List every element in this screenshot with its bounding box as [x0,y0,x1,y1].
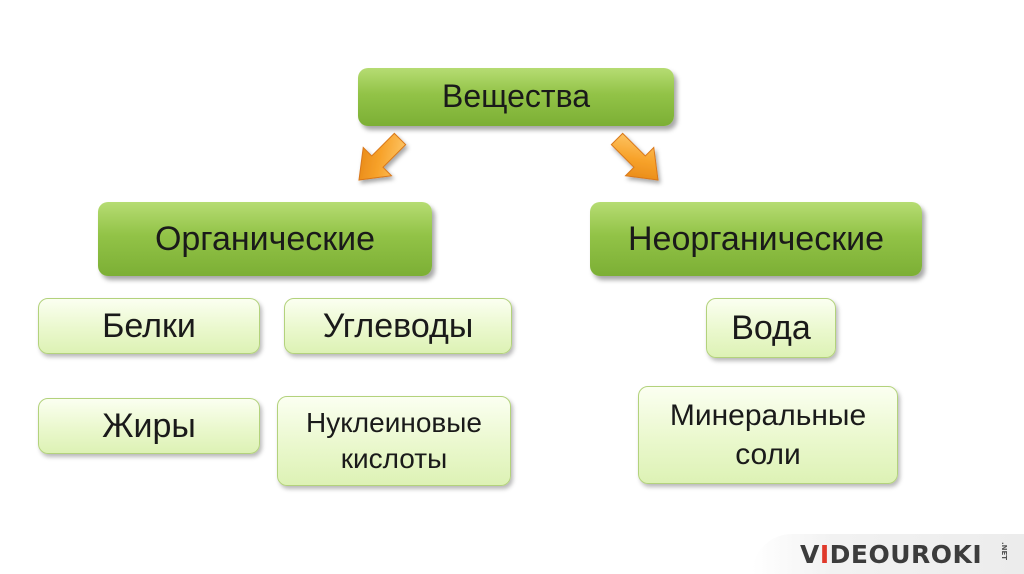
root-node-label: Вещества [442,78,590,115]
inorganic-node-label: Неорганические [627,219,884,258]
inorganic-node: Неорганические [590,202,922,276]
watermark-net: .NET [1000,542,1008,561]
root-node-substances: Вещества [358,68,674,126]
organic-node-label: Органические [154,219,376,258]
leaf-mineral-salts: Минеральные соли [638,386,898,484]
watermark-letter-v: V [800,540,820,569]
leaf-label: Нуклеиновые кислоты [306,406,482,474]
leaf-label: Вода [731,308,811,347]
leaf-label: Углеводы [322,306,474,345]
leaf-water: Вода [706,298,836,358]
leaf-nucleic-acids: Нуклеиновые кислоты [277,396,511,486]
leaf-proteins: Белки [38,298,260,354]
arrow-to-inorganic [610,132,659,181]
watermark-text: VIDEOUROKI [800,540,982,569]
leaf-label: Белки [102,306,196,345]
watermark-rest: DEOUROKI [829,540,983,569]
leaf-label: Жиры [102,406,196,445]
leaf-carbohydrates: Углеводы [284,298,512,354]
arrow-to-organic [358,132,407,181]
organic-node: Органические [98,202,432,276]
leaf-label: Минеральные соли [669,399,867,471]
watermark-logo: VIDEOUROKI .NET [752,534,1024,574]
watermark-letter-i: I [819,540,830,569]
leaf-fats: Жиры [38,398,260,454]
